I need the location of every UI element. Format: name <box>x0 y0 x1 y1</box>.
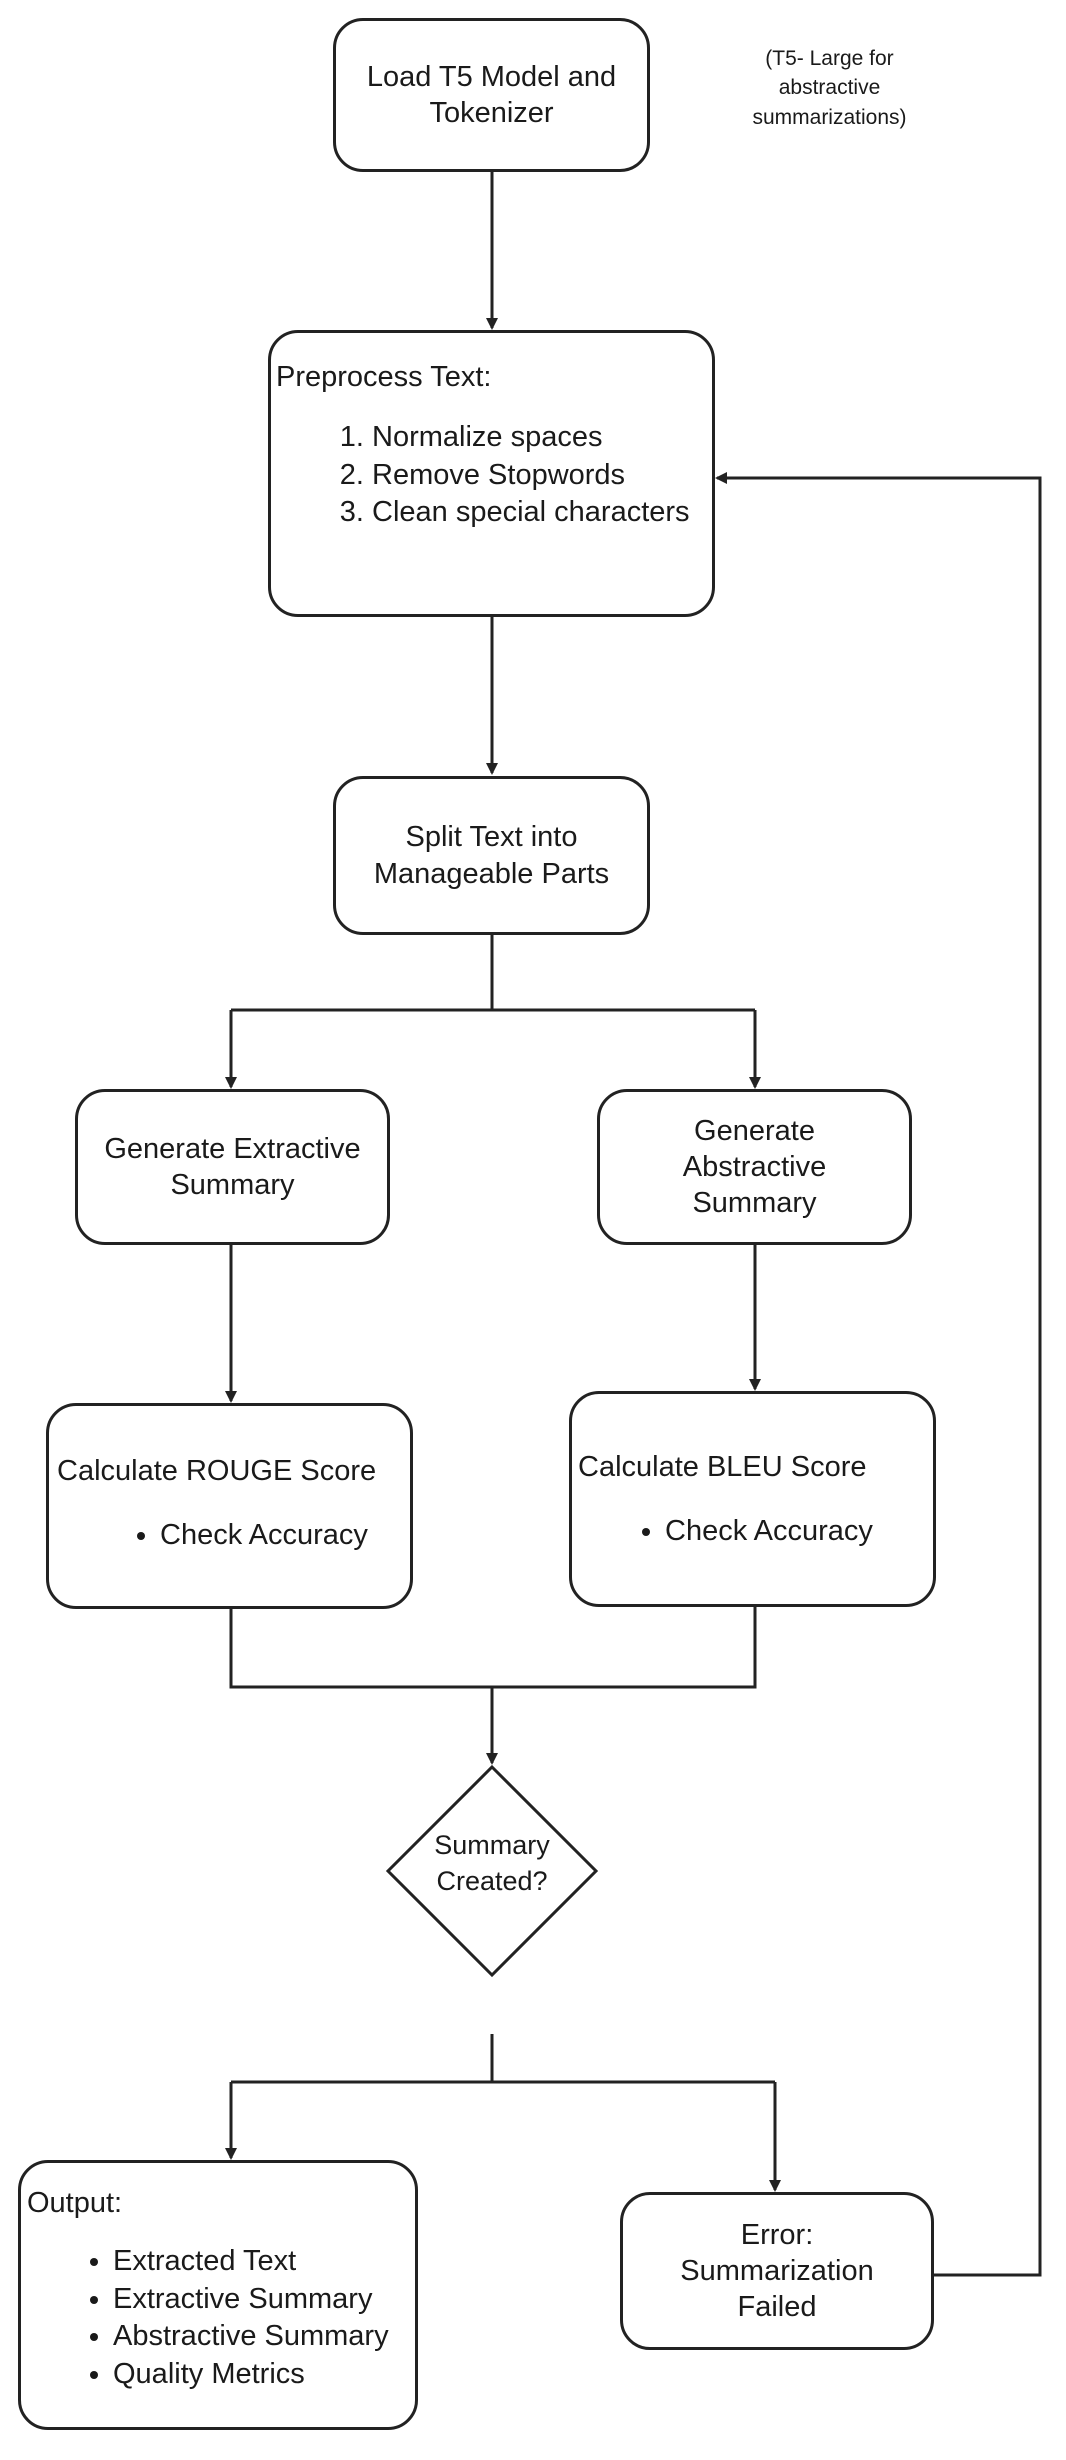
bleu-score-box: Calculate BLEU Score Check Accuracy <box>569 1391 936 1607</box>
output-bullet: Quality Metrics <box>113 2356 453 2394</box>
rouge-score-box: Calculate ROUGE Score Check Accuracy <box>46 1403 413 1609</box>
load-model-label: Load T5 Model and Tokenizer <box>366 60 617 129</box>
bleu-heading: Calculate BLEU Score <box>578 1451 867 1483</box>
preprocess-box: Preprocess Text: Normalize spaces Remove… <box>268 330 715 617</box>
error-label: Error: Summarization Failed <box>680 2218 874 2324</box>
preprocess-step: Clean special characters <box>372 494 732 532</box>
split-text-box: Split Text into Manageable Parts <box>333 776 650 935</box>
extractive-summary-label: Generate Extractive Summary <box>104 1132 361 1201</box>
rouge-bullets: Check Accuracy <box>120 1517 440 1555</box>
abstractive-summary-box: Generate Abstractive Summary <box>597 1089 912 1245</box>
rouge-heading: Calculate ROUGE Score <box>57 1455 377 1487</box>
bleu-bullets: Check Accuracy <box>625 1513 945 1551</box>
decision-diamond <box>385 1764 599 1978</box>
load-model-box: Load T5 Model and Tokenizer <box>333 18 650 172</box>
connector-decision-branch <box>231 2034 775 2084</box>
output-bullet: Abstractive Summary <box>113 2318 453 2356</box>
output-heading: Output: <box>27 2187 123 2219</box>
output-box: Output: Extracted Text Extractive Summar… <box>18 2160 418 2430</box>
connector-split-branch <box>231 935 755 1012</box>
error-box: Error: Summarization Failed <box>620 2192 934 2350</box>
output-bullets: Extracted Text Extractive Summary Abstra… <box>73 2243 453 2394</box>
preprocess-heading: Preprocess Text: <box>276 361 492 393</box>
split-text-label: Split Text into Manageable Parts <box>373 821 610 890</box>
preprocess-step: Normalize spaces <box>372 419 732 457</box>
model-note: (T5- Large for abstractive summarization… <box>717 44 942 132</box>
rouge-bullet: Check Accuracy <box>160 1517 440 1555</box>
model-note-text: (T5- Large for abstractive summarization… <box>752 47 907 129</box>
decision-label: Summary Created? <box>402 1827 582 1900</box>
output-bullet: Extractive Summary <box>113 2281 453 2319</box>
preprocess-step: Remove Stopwords <box>372 457 732 495</box>
output-bullet: Extracted Text <box>113 2243 453 2281</box>
preprocess-steps: Normalize spaces Remove Stopwords Clean … <box>328 419 732 532</box>
decision-text: Summary Created? <box>434 1830 550 1897</box>
arrow-error-loop-to-preprocess <box>715 472 1042 2277</box>
extractive-summary-box: Generate Extractive Summary <box>75 1089 390 1245</box>
abstractive-summary-label: Generate Abstractive Summary <box>682 1114 827 1220</box>
bleu-bullet: Check Accuracy <box>665 1513 945 1551</box>
connector-merge <box>229 1607 757 1689</box>
